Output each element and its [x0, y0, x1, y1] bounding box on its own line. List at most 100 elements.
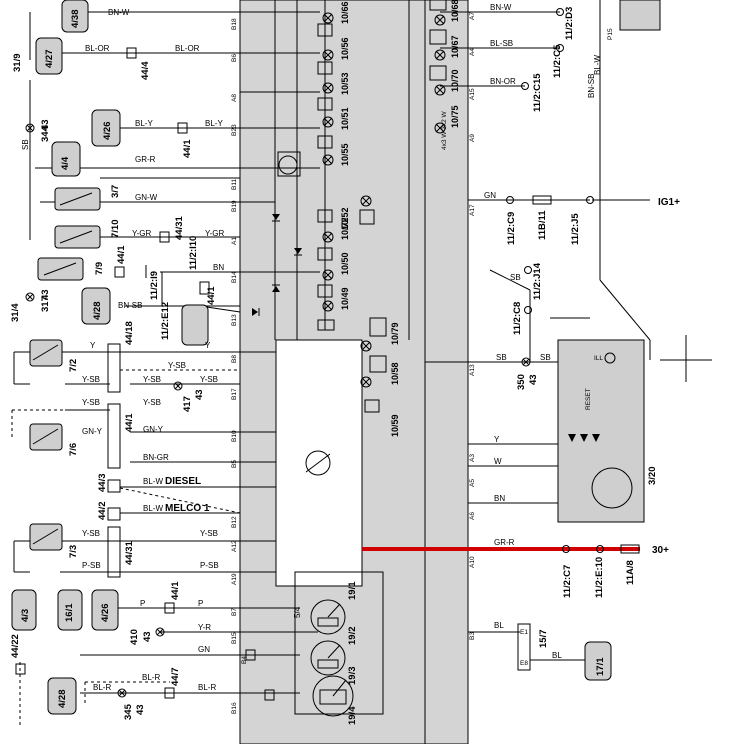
comp-31-4: 31/4	[10, 303, 21, 322]
comp-17-1	[584, 641, 612, 681]
ind-10-75: 10/75	[450, 105, 460, 128]
wire-bn: BN	[213, 263, 224, 272]
lamp-410-sub: 410	[129, 629, 140, 645]
fuse-11b: 11B/11	[537, 210, 548, 240]
wire-bl-r3: BL	[552, 651, 562, 660]
pin-A1: A1	[231, 237, 238, 245]
ind-10-58: 10/58	[390, 362, 400, 385]
wire-y-b: Y	[205, 341, 211, 350]
pin-A6: A6	[469, 512, 476, 520]
wire-bl-sb: BL-SB	[490, 39, 513, 48]
comp-7-2: 7/2	[68, 359, 79, 372]
wire-y-r: Y-R	[198, 623, 211, 632]
conn-44-4: 44/4	[140, 61, 151, 80]
wire-sb-left: SB	[21, 139, 30, 150]
conn-44-1a: 44/1	[182, 139, 193, 158]
splice-C5: 11/2:C5	[552, 44, 563, 78]
splice-E12: 11/2:E12	[160, 302, 171, 340]
ind-10-52: 10/52	[340, 207, 350, 230]
comp-4-28: 4/28	[92, 302, 103, 321]
comp-4-38: 4/38	[70, 10, 81, 29]
comp-4-3: 4/3	[20, 609, 31, 622]
pin-A17: A17	[469, 204, 476, 216]
wire-bl-r-a: BL-R	[142, 673, 160, 682]
pin-A5: A5	[469, 479, 476, 487]
wire-y-sb-f: Y-SB	[143, 398, 161, 407]
comp-4-28b: 4/28	[57, 690, 68, 709]
wire-bn-r: BN	[494, 494, 505, 503]
lamp-317: 43	[40, 289, 51, 300]
comp-7-6: 7/6	[68, 443, 79, 456]
splice-D3: 11/2:D3	[564, 7, 575, 40]
wire-y-sb-b: Y-SB	[143, 375, 161, 384]
lamp-417-sub: 417	[182, 396, 193, 412]
net-30: 30+	[652, 545, 669, 556]
pin-A3: A3	[469, 454, 476, 462]
conn-44-7: 44/7	[170, 668, 181, 687]
lamp-350: 43	[528, 374, 539, 385]
comp-7-10: 7/10	[110, 220, 121, 239]
comp-7-3: 7/3	[68, 545, 79, 558]
wire-bl-y-a: BL-Y	[135, 119, 153, 128]
conn-44-1b: 44/1	[116, 245, 127, 264]
gauge-19-1: 19/1	[347, 581, 358, 600]
splice-C9: 11/2:C9	[506, 212, 517, 245]
splice-C15: 11/2:C15	[532, 73, 543, 112]
pin-P15: P15	[607, 28, 614, 40]
wire-sb-c: SB	[510, 273, 521, 282]
ind-10-51: 10/51	[340, 107, 350, 130]
ext-pin1: E1	[520, 629, 528, 636]
conn-44-31a: 44/31	[174, 216, 185, 240]
pin-B19: B19	[231, 200, 238, 212]
splice-J14: 11/2:J14	[532, 262, 543, 300]
conn-44-1d: 44/1	[124, 413, 135, 432]
pin-A9: A9	[469, 134, 476, 142]
lamp-350-sub: 350	[516, 374, 527, 390]
wire-gn-y-a: GN-Y	[82, 427, 103, 436]
comp-31-9: 31/9	[12, 54, 23, 73]
comp-7-9: 7/9	[94, 262, 105, 275]
lamp-344-sub: 344	[40, 125, 51, 142]
wire-bl-r-b: BL-R	[198, 683, 216, 692]
ind-10-70: 10/70	[450, 69, 460, 92]
splice-C8: 11/2:C8	[512, 302, 523, 335]
wire-p-sb-a: P-SB	[82, 561, 101, 570]
pin-B15: B15	[231, 632, 238, 644]
conn-44-2: 44/2	[97, 502, 108, 521]
lamp-345: 43	[135, 704, 146, 715]
pin-B8: B8	[231, 355, 238, 363]
option-melco: MELCO 1	[165, 503, 210, 514]
conn-44-3: 44/3	[97, 474, 108, 493]
wire-y-sb-d: Y-SB	[168, 361, 186, 370]
conn-44-1c: 44/1	[206, 286, 217, 305]
ind-10-49: 10/49	[340, 287, 350, 310]
left-components	[11, 0, 209, 715]
wire-sb-a: SB	[496, 353, 507, 362]
wire-y-sb-h: Y-SB	[200, 529, 218, 538]
splice-I9: 11/2:I9	[149, 271, 160, 300]
gauge-19-3: 19/3	[347, 667, 358, 686]
ill-label: ILL	[594, 355, 603, 362]
diodes	[252, 214, 302, 316]
right-wires	[362, 0, 712, 661]
wire-bn-or: BN-OR	[490, 77, 516, 86]
conn-44-22: 44/22	[10, 634, 21, 658]
wire-bl-w-a: BL-W	[143, 477, 163, 486]
wire-gn-y-b: GN-Y	[143, 425, 164, 434]
pin-B5: B5	[231, 460, 238, 468]
wire-bn-sb: BN-SB	[587, 74, 596, 98]
reset-label: RESET	[585, 388, 592, 410]
pin-A19: A19	[231, 573, 238, 585]
gauges	[294, 571, 384, 717]
pin-B16: B16	[231, 702, 238, 714]
indicator-lamps	[322, 12, 446, 388]
conn-44-31b: 44/31	[124, 541, 135, 565]
gauge-19-4: 19/4	[347, 706, 358, 725]
comp-3-7: 3/7	[110, 185, 121, 198]
wire-gn-w: GN-W	[135, 193, 158, 202]
pin-A7: A7	[469, 12, 476, 20]
pin-A8: A8	[231, 94, 238, 102]
wire-w: W	[494, 457, 502, 466]
conn-44-1e: 44/1	[170, 581, 181, 600]
